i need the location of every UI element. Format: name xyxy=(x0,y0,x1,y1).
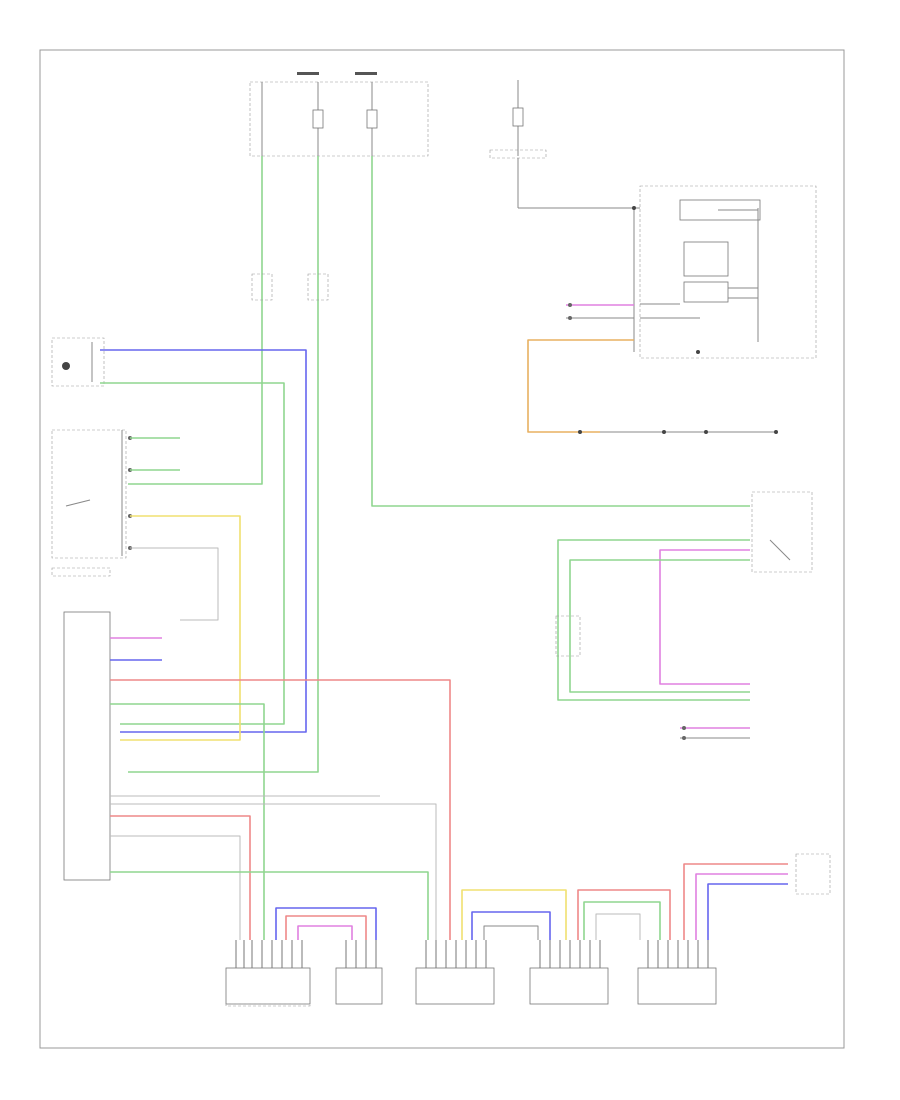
wire-yellow-s3 xyxy=(461,889,567,940)
wire-green-3 xyxy=(371,156,750,507)
wire-gray-s4 xyxy=(595,913,641,940)
sensor-front-right xyxy=(529,967,609,1005)
wire-blue-buzzer xyxy=(100,349,307,733)
clearance-sensor-right xyxy=(751,491,813,573)
wire-green-s4 xyxy=(583,901,661,940)
wire-yellow-sw xyxy=(120,515,241,741)
wire-gray-sw xyxy=(130,547,219,621)
orange-ground-run xyxy=(527,339,778,434)
wire-blue-corner xyxy=(707,883,788,940)
wire-gray-ecu-2 xyxy=(110,803,437,940)
wire-green-ecu-2 xyxy=(110,871,429,940)
wire-blue-s1 xyxy=(275,907,377,940)
sensor-left-rear xyxy=(225,967,311,1007)
can-connector-top xyxy=(566,303,634,320)
sensor-front-corner xyxy=(795,853,831,895)
wire-magenta-right xyxy=(659,549,750,685)
wire-blue-s3 xyxy=(471,911,551,940)
diagram-frame xyxy=(39,49,845,1049)
sensor-front-left xyxy=(637,967,717,1005)
wire-magenta-s1 xyxy=(297,925,353,940)
relay-right xyxy=(555,615,581,657)
wire-green-right-2 xyxy=(569,559,750,693)
wire-red-s1 xyxy=(285,915,367,940)
sensor-pin-ticks xyxy=(235,940,709,968)
wire-green-buzzer xyxy=(100,382,285,725)
clearance-warning-buzzer xyxy=(51,337,105,387)
relay-switch-left xyxy=(251,273,329,301)
fuse-block-top xyxy=(249,72,429,157)
body-ecu xyxy=(51,567,111,881)
wire-green-1 xyxy=(128,156,263,485)
sensor-front-center xyxy=(415,967,495,1005)
can-connector-right xyxy=(680,726,750,740)
wire-red-ecu-2 xyxy=(110,815,251,940)
wire-black-s3 xyxy=(483,925,539,940)
wire-green-right-1 xyxy=(557,539,750,701)
wire-gray-ecu-3 xyxy=(110,835,241,940)
clearance-sonar-switch xyxy=(51,429,132,559)
wire-red-s4 xyxy=(577,889,671,940)
wire-green-2 xyxy=(128,156,319,773)
wire-green-ecu-1 xyxy=(110,703,265,940)
wire-red-ecu-1 xyxy=(110,679,451,940)
combination-meter-assembly xyxy=(632,185,817,359)
sensor-right-rear-short xyxy=(335,967,383,1005)
wire-red-corner xyxy=(683,863,788,940)
fuse-block-top-right xyxy=(489,80,640,209)
wire-magenta-corner xyxy=(695,873,788,940)
